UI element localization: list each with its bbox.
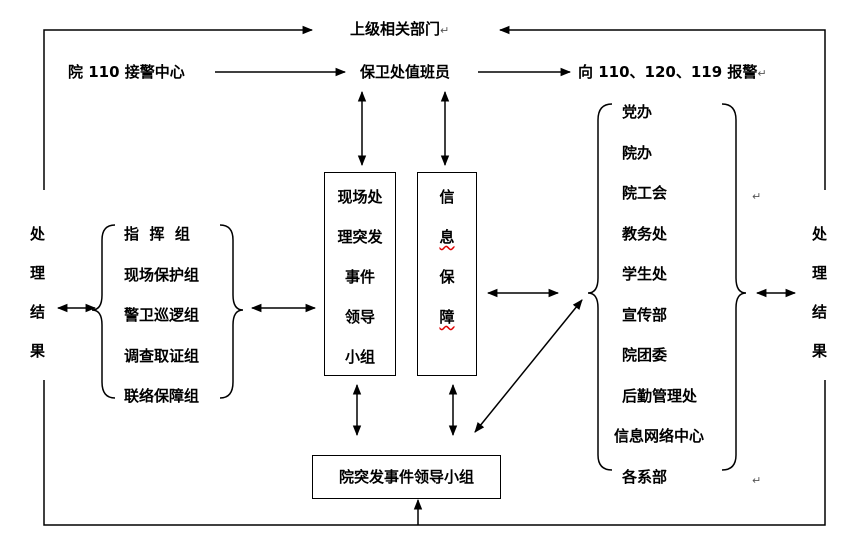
paragraph-mark: ↵ [622, 184, 635, 202]
duty-officer-label: 保卫处值班员 [360, 63, 451, 81]
department-item: 学生处 [622, 265, 668, 283]
paragraph-mark: ↵ [757, 67, 767, 80]
group-item: 警卫巡逻组 [124, 306, 200, 324]
loop-right-to-top [498, 25, 826, 190]
info-support-box: 信 息 保 障 [417, 172, 477, 376]
department-item: 院团委 [622, 346, 668, 364]
depts-left-brace [587, 103, 613, 471]
loop-left-bottom [43, 380, 826, 526]
department-item: 后勤管理处 [622, 386, 698, 405]
left-result-char: 理 [30, 264, 46, 282]
department-item: 院工会 [622, 184, 668, 202]
bottom-depts-diagonal-arrow [474, 299, 583, 433]
department-item: 宣传部 [622, 305, 668, 324]
top-department-label: 上级相关部门↵ [350, 20, 449, 40]
onsite-leader-line: 事件 [344, 268, 375, 286]
alarm-center-label: 院 110 接警中心 [68, 63, 185, 81]
department-text: 院办 [622, 143, 653, 162]
report-label: 向 110、120、119 报警↵ [578, 63, 767, 83]
right-result-char: 处 [812, 225, 828, 243]
paragraph-mark: ↵ [440, 24, 450, 37]
paragraph-mark: ↵ [622, 143, 635, 162]
left-result-char: 处 [30, 225, 46, 243]
report-text: 向 110、120、119 报警 [578, 63, 758, 81]
right-result-char: 理 [812, 264, 828, 282]
department-text: 党办 [622, 103, 653, 121]
department-item: 教务处 [622, 224, 668, 243]
department-item: 党办 ↵ [614, 92, 704, 162]
right-result-char: 果 [812, 342, 828, 360]
groups-right-brace [219, 224, 244, 399]
top-department-text: 上级相关部门 [350, 20, 441, 38]
department-item: 院办↵ [614, 133, 704, 203]
bottom-leader-label: 院突发事件领导小组 [338, 468, 474, 486]
paragraph-mark: ↵ [752, 474, 762, 487]
loop-left-to-top [43, 25, 314, 190]
left-result-char: 果 [30, 342, 46, 360]
bottom-leader-box: 院突发事件领导小组 [312, 455, 501, 499]
right-result-column: 处 理 结 果 [812, 215, 827, 371]
onsite-leader-line: 理突发 [337, 228, 383, 246]
info-support-char: 保 [439, 268, 455, 286]
left-result-column: 处 理 结 果 [30, 215, 45, 371]
response-groups-list: 指 挥 组 现场保护组 警卫巡逻组 调查取证组 联络保障组 [124, 214, 199, 417]
group-item: 联络保障组 [124, 387, 200, 405]
info-support-char: 信 [439, 188, 455, 206]
paragraph-mark: ↵ [752, 190, 762, 203]
group-item: 指 挥 组 [124, 225, 190, 243]
departments-list: 党办↵ 院办↵ 院工会 教务处 学生处 宣传部 院团委 后勤管理处 信息网络中心… [614, 92, 704, 497]
onsite-leader-line: 小组 [344, 348, 375, 366]
onsite-leader-line: 现场处 [337, 188, 383, 206]
depts-right-brace [721, 103, 747, 471]
right-result-char: 结 [812, 303, 828, 321]
department-item: 信息网络中心 [614, 427, 705, 445]
onsite-leader-box: 现场处 理突发 事件 领导 小组 [324, 172, 396, 376]
groups-left-brace [91, 224, 116, 399]
info-support-char: 障 [439, 308, 455, 326]
onsite-leader-line: 领导 [344, 308, 375, 326]
info-support-char: 息 [439, 228, 455, 246]
department-item: 各系部 [622, 467, 668, 486]
group-item: 调查取证组 [124, 346, 200, 365]
left-result-char: 结 [30, 303, 46, 321]
group-item: 现场保护组 [124, 265, 200, 284]
